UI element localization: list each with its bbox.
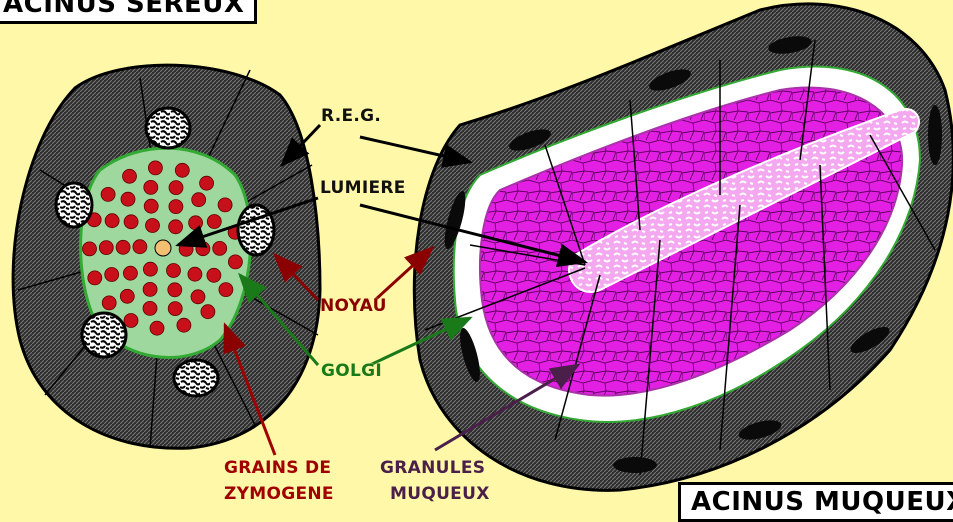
zymogen-granule <box>133 240 147 254</box>
zymogen-granule <box>189 216 203 230</box>
zymogen-granule <box>169 181 183 195</box>
zymogen-granule <box>177 318 191 332</box>
zymogen-granule <box>168 283 182 297</box>
zymogen-granule <box>146 219 160 233</box>
zymogen-granule <box>192 193 206 207</box>
zymogen-granule <box>228 255 242 269</box>
zymogen-granule <box>143 282 157 296</box>
nucleus-3 <box>238 205 274 255</box>
serous-acinus <box>13 65 320 448</box>
zymogen-granule <box>150 321 164 335</box>
zymogen-granule <box>169 220 183 234</box>
nucleus-2 <box>56 183 92 227</box>
zymogen-granule <box>83 242 97 256</box>
nucleus-4 <box>82 313 126 357</box>
label-noyau: NOYAU <box>320 296 387 316</box>
zymogen-granule <box>191 290 205 304</box>
zymogen-granule <box>144 199 158 213</box>
zymogen-granule <box>120 289 134 303</box>
zymogen-granule <box>99 241 113 255</box>
label-granules-line1: GRANULES <box>380 458 485 478</box>
zymogen-granule <box>169 200 183 214</box>
label-grains-line1: GRAINS DE <box>224 458 331 478</box>
zymogen-granule <box>124 314 138 328</box>
title-serous-acinus: ACINUS SÉREUX <box>0 0 257 24</box>
label-lumiere: LUMIERE <box>320 178 406 198</box>
zymogen-granule <box>121 192 135 206</box>
zymogen-granule <box>124 215 138 229</box>
zymogen-granule <box>213 241 227 255</box>
zymogen-granule <box>167 264 181 278</box>
nucleus-1 <box>146 108 190 148</box>
title-mucous-acinus: ACINUS MUQUEUX <box>678 482 953 522</box>
zymogen-granule <box>207 268 221 282</box>
flat-nucleus-8 <box>613 457 657 473</box>
flat-nucleus-5 <box>928 105 942 165</box>
zymogen-granule <box>101 187 115 201</box>
zymogen-granule <box>143 262 157 276</box>
zymogen-granule <box>175 163 189 177</box>
nucleus-5 <box>174 360 218 396</box>
zymogen-granule <box>144 180 158 194</box>
label-granules-line2: MUQUEUX <box>390 484 490 504</box>
zymogen-granule <box>207 215 221 229</box>
zymogen-granule <box>123 169 137 183</box>
zymogen-granule <box>105 268 119 282</box>
zymogen-granule <box>168 302 182 316</box>
zymogen-granule <box>88 271 102 285</box>
label-grains-line2: ZYMOGENE <box>224 484 334 504</box>
zymogen-granule <box>105 214 119 228</box>
zymogen-granule <box>116 240 130 254</box>
label-reg: R.E.G. <box>321 106 381 126</box>
zymogen-granule <box>148 161 162 175</box>
label-golgi: GOLGI <box>321 361 382 381</box>
zymogen-granule <box>201 305 215 319</box>
zymogen-granule <box>123 266 137 280</box>
zymogen-granule <box>102 296 116 310</box>
zymogen-granule <box>143 301 157 315</box>
zymogen-granule <box>196 242 210 256</box>
zymogen-granule <box>200 176 214 190</box>
zymogen-granule <box>188 267 202 281</box>
mucous-acinus <box>414 4 953 490</box>
serous-lumen <box>155 240 171 256</box>
zymogen-granule <box>218 198 232 212</box>
zymogen-granule <box>219 283 233 297</box>
